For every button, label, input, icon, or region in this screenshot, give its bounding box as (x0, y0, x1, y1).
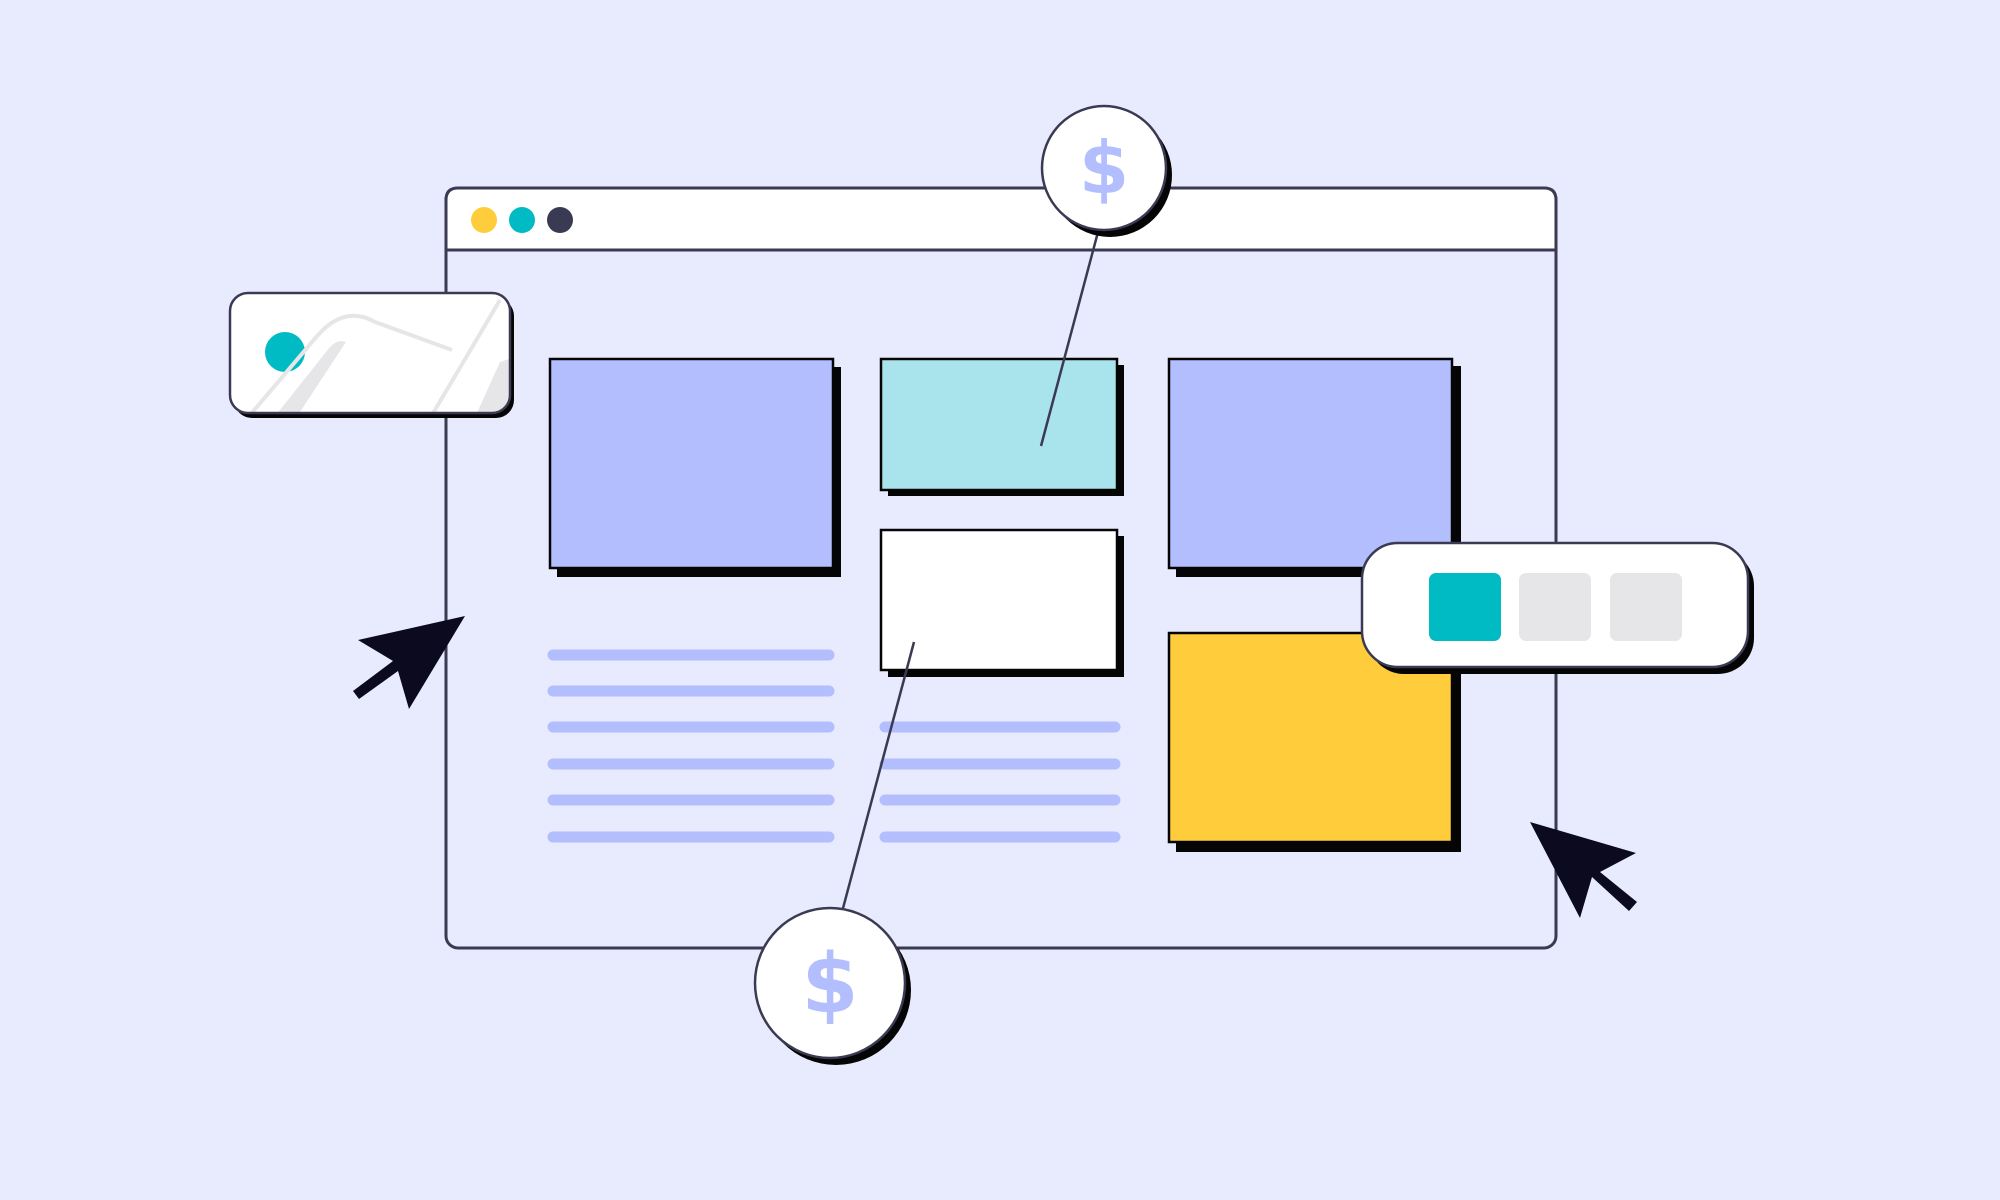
color-swatch-teal[interactable] (1429, 573, 1501, 641)
mountain-icon (248, 313, 453, 413)
tile-middle-white (879, 528, 1124, 677)
connector-line-top (1039, 231, 1100, 447)
text-lines-left (547, 649, 835, 843)
mountain-icon (476, 358, 510, 413)
dollar-symbol: $ (1079, 126, 1129, 210)
window-dot-dark[interactable] (547, 207, 573, 233)
dollar-coin-bottom[interactable]: $ (753, 906, 911, 1065)
tile-middle-aqua (879, 357, 1124, 496)
browser-title-bar (444, 186, 1558, 252)
window-dot-teal[interactable] (509, 207, 535, 233)
mountain-icon (276, 341, 346, 413)
color-swatch-gray[interactable] (1610, 573, 1682, 641)
arrow-cursor-icon (1530, 822, 1637, 918)
sun-icon (265, 332, 305, 372)
connector-line-bottom (840, 641, 916, 913)
tile-left-periwinkle (548, 357, 841, 577)
arrow-cursor-icon (353, 616, 465, 709)
window-dot-yellow[interactable] (471, 207, 497, 233)
dollar-symbol: $ (801, 937, 858, 1032)
swatch-card[interactable] (1360, 541, 1754, 674)
dollar-coin-top[interactable]: $ (1040, 104, 1172, 237)
tile-right-periwinkle (1167, 357, 1461, 577)
image-card[interactable] (228, 291, 514, 418)
mountain-icon (430, 298, 502, 413)
color-swatch-gray[interactable] (1519, 573, 1591, 641)
text-lines-middle (879, 721, 1121, 843)
